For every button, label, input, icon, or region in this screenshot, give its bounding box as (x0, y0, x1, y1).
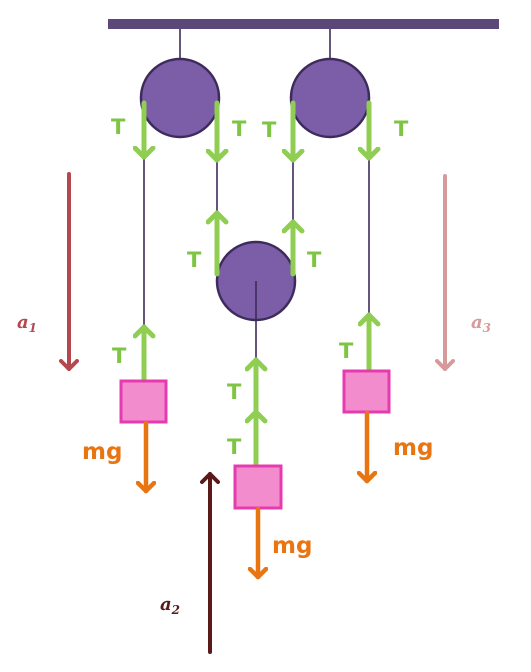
ceiling-bar (108, 19, 499, 29)
pulley-top-right (289, 57, 371, 139)
tension-label: T (262, 118, 277, 142)
tension-label: T (307, 248, 322, 272)
block-2 (233, 464, 283, 510)
block-1 (119, 379, 168, 424)
pulley-top-left (139, 57, 221, 139)
weight-label: mg (393, 435, 433, 461)
tension-arrows (144, 100, 369, 468)
weight-label: mg (272, 533, 312, 559)
tension-label: T (232, 117, 247, 141)
tension-label: T (227, 380, 242, 404)
tension-label: T (227, 435, 242, 459)
tension-label: T (339, 339, 354, 363)
tension-label: T (394, 117, 409, 141)
acceleration-label-a1: a1 (17, 312, 37, 335)
tension-label: T (187, 248, 202, 272)
weight-arrows (146, 410, 367, 580)
block-3 (342, 369, 391, 414)
tension-label: T (111, 115, 126, 139)
weight-label: mg (82, 439, 122, 465)
tension-label: T (112, 344, 127, 368)
acceleration-label-a2: a2 (160, 594, 180, 617)
acceleration-label-a3: a3 (471, 312, 491, 335)
